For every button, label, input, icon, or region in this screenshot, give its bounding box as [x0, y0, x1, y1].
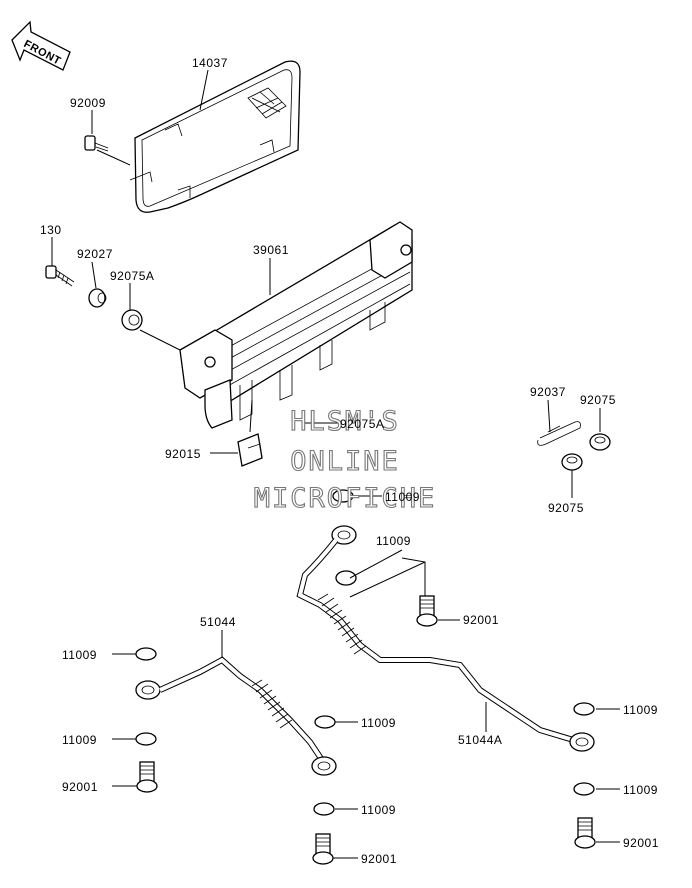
banjo-bolt-92001-part: [136, 761, 158, 793]
banjo-bolt-92001-part: [312, 833, 334, 865]
part-label-92037: 92037: [530, 385, 566, 399]
part-label-92009: 92009: [70, 96, 106, 110]
part-label-11009-left2: 11009: [62, 733, 97, 747]
washer-11009-part: [313, 802, 335, 816]
watermark: HLSM'S ONLINE MICROFICHE: [253, 405, 437, 514]
part-label-11009-bottom: 11009: [361, 803, 396, 817]
part-label-92001-bottom: 92001: [361, 852, 397, 866]
part-label-92027: 92027: [77, 247, 113, 261]
clip-92015-part: [237, 433, 263, 467]
washer-11009-part: [335, 570, 357, 586]
bolt-130-part: [45, 265, 75, 287]
watermark-line1: HLSM'S: [290, 406, 400, 437]
watermark-line3: MICROFICHE: [254, 483, 437, 514]
washer-11009-part: [314, 715, 336, 729]
part-label-11009-mid: 11009: [385, 490, 420, 504]
washer-92027-part: [88, 288, 107, 308]
part-label-11009-upper: 11009: [376, 534, 411, 548]
part-label-92001-left: 92001: [62, 780, 98, 794]
part-label-51044: 51044: [200, 615, 236, 629]
bolt-92009-part: [84, 135, 109, 152]
grommet-92075-part: [561, 433, 611, 471]
washer-11009-part: [573, 782, 595, 796]
part-label-92075-b: 92075: [548, 501, 584, 515]
part-label-92075A-top: 92075A: [110, 269, 154, 283]
grommet-92075A-part: [121, 309, 143, 331]
cover-part: [129, 60, 301, 213]
banjo-bolt-92001-part: [574, 817, 596, 849]
watermark-line2: ONLINE: [290, 446, 400, 477]
part-label-92075A-mid: 92075A: [340, 417, 384, 431]
washer-11009-part: [135, 647, 157, 661]
part-label-11009-center: 11009: [361, 716, 396, 730]
clip-92037-part: [537, 421, 581, 446]
part-label-14037: 14037: [192, 56, 228, 70]
part-label-11009-right1: 11009: [623, 703, 658, 717]
part-label-11009-right2: 11009: [623, 783, 658, 797]
washer-11009-part: [332, 489, 354, 503]
front-arrow-icon: FRONT: [11, 20, 71, 71]
oil-hose-51044A-part: [296, 525, 595, 752]
banjo-bolt-92001-part: [416, 595, 438, 627]
part-label-92001-right: 92001: [623, 836, 659, 850]
part-label-130: 130: [40, 223, 62, 237]
washer-11009-part: [573, 702, 595, 716]
part-label-92015: 92015: [165, 447, 201, 461]
part-label-39061: 39061: [253, 243, 289, 257]
oil-cooler-part: [179, 221, 413, 429]
part-label-51044A: 51044A: [458, 733, 502, 747]
part-label-92075-a: 92075: [580, 393, 616, 407]
leader-lines: [51, 69, 620, 859]
part-label-92001-upper: 92001: [463, 613, 499, 627]
part-label-11009-left1: 11009: [62, 648, 97, 662]
washer-11009-part: [135, 732, 157, 746]
oil-hose-51044-part: [135, 656, 337, 776]
